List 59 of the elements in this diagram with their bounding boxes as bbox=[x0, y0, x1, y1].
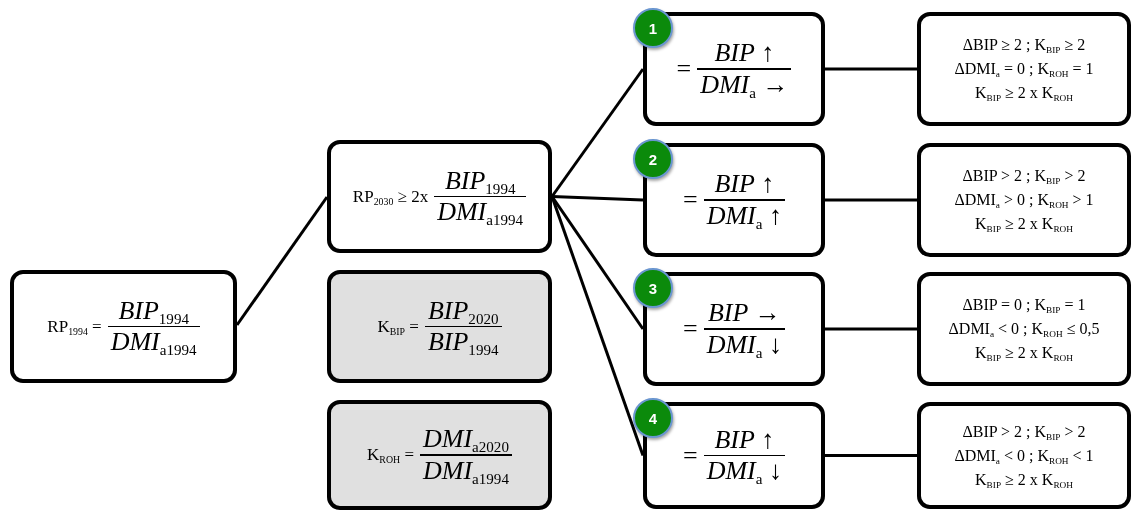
denominator-text: DMI$_{a1994}$ bbox=[436, 197, 525, 228]
formula-box bbox=[643, 12, 825, 126]
number-badge: 1 bbox=[633, 8, 673, 48]
denominator-text: DMI$_{a}$ ↓ bbox=[705, 456, 783, 487]
denominator-text: DMI$_{a}$ ↓ bbox=[705, 329, 783, 360]
connector-line bbox=[825, 454, 917, 457]
denominator-text: DMI$_{a1994}$ bbox=[421, 455, 510, 486]
connector-line bbox=[551, 195, 644, 202]
formula-box bbox=[643, 143, 825, 257]
connector-line bbox=[235, 196, 329, 326]
numerator-text: BIP$_{2020}$ bbox=[426, 295, 500, 326]
formula-box bbox=[10, 270, 237, 383]
denominator-text: DMI$_{a1994}$ bbox=[109, 327, 198, 358]
formula-box bbox=[643, 272, 825, 386]
condition-box bbox=[917, 143, 1131, 257]
denominator-text: DMI$_{a}$ → bbox=[699, 69, 790, 100]
condition-text: ΔBIP = 0 ; K$_{BIP}$ = 1 bbox=[962, 295, 1086, 317]
connector-line bbox=[550, 68, 645, 198]
condition-box bbox=[917, 272, 1131, 386]
numerator-text: BIP$_{1994}$ bbox=[443, 165, 517, 196]
condition-text: ΔDMI$_{a}$ < 0 ; K$_{ROH}$ ≤ 0,5 bbox=[948, 319, 1100, 341]
condition-text: ΔDMI$_{a}$ = 0 ; K$_{ROH}$ = 1 bbox=[954, 59, 1094, 81]
condition-text: ΔDMI$_{a}$ < 0 ; K$_{ROH}$ < 1 bbox=[954, 445, 1094, 468]
formula-box bbox=[327, 400, 552, 510]
formula-box bbox=[327, 270, 552, 383]
condition-box bbox=[917, 402, 1131, 509]
formula-text: = bbox=[683, 185, 698, 215]
numerator-text: DMI$_{a2020}$ bbox=[421, 424, 510, 455]
formula-text: K$_{BIP}$ = bbox=[377, 316, 419, 337]
condition-text: ΔBIP > 2 ; K$_{BIP}$ > 2 bbox=[962, 166, 1086, 188]
numerator-text: BIP$_{1994}$ bbox=[117, 295, 190, 326]
numerator-text: BIP → bbox=[706, 298, 782, 329]
numerator-text: BIP ↑ bbox=[713, 169, 776, 200]
condition-text: K$_{BIP}$ ≥ 2 x K$_{ROH}$ bbox=[975, 214, 1073, 236]
condition-box bbox=[917, 12, 1131, 126]
formula-text: = bbox=[676, 54, 692, 84]
formula-text: K$_{ROH}$ = bbox=[367, 445, 414, 465]
connector-line bbox=[825, 198, 917, 202]
condition-text: ΔBIP ≥ 2 ; K$_{BIP}$ ≥ 2 bbox=[962, 35, 1086, 57]
condition-text: K$_{BIP}$ ≥ 2 x K$_{ROH}$ bbox=[975, 469, 1073, 492]
denominator-text: DMI$_{a}$ ↑ bbox=[705, 200, 783, 231]
numerator-text: BIP ↑ bbox=[713, 38, 776, 69]
number-badge: 3 bbox=[633, 268, 673, 308]
condition-text: ΔBIP > 2 ; K$_{BIP}$ > 2 bbox=[962, 421, 1086, 444]
connector-line bbox=[825, 327, 917, 331]
number-badge: 2 bbox=[633, 139, 673, 179]
formula-text: = bbox=[683, 314, 698, 344]
formula-box bbox=[643, 402, 825, 509]
condition-text: K$_{BIP}$ ≥ 2 x K$_{ROH}$ bbox=[975, 83, 1073, 105]
formula-box bbox=[327, 140, 552, 253]
condition-text: ΔDMI$_{a}$ > 0 ; K$_{ROH}$ > 1 bbox=[954, 190, 1094, 212]
connector-line bbox=[825, 67, 917, 71]
formula-text: = bbox=[683, 440, 698, 471]
formula-text: RP$_{2030}$ ≥ 2x bbox=[352, 186, 429, 207]
formula-text: RP$_{1994}$ = bbox=[47, 316, 102, 337]
denominator-text: BIP$_{1994}$ bbox=[426, 327, 500, 358]
numerator-text: BIP ↑ bbox=[713, 424, 776, 455]
condition-text: K$_{BIP}$ ≥ 2 x K$_{ROH}$ bbox=[975, 343, 1073, 365]
number-badge: 4 bbox=[633, 398, 673, 438]
